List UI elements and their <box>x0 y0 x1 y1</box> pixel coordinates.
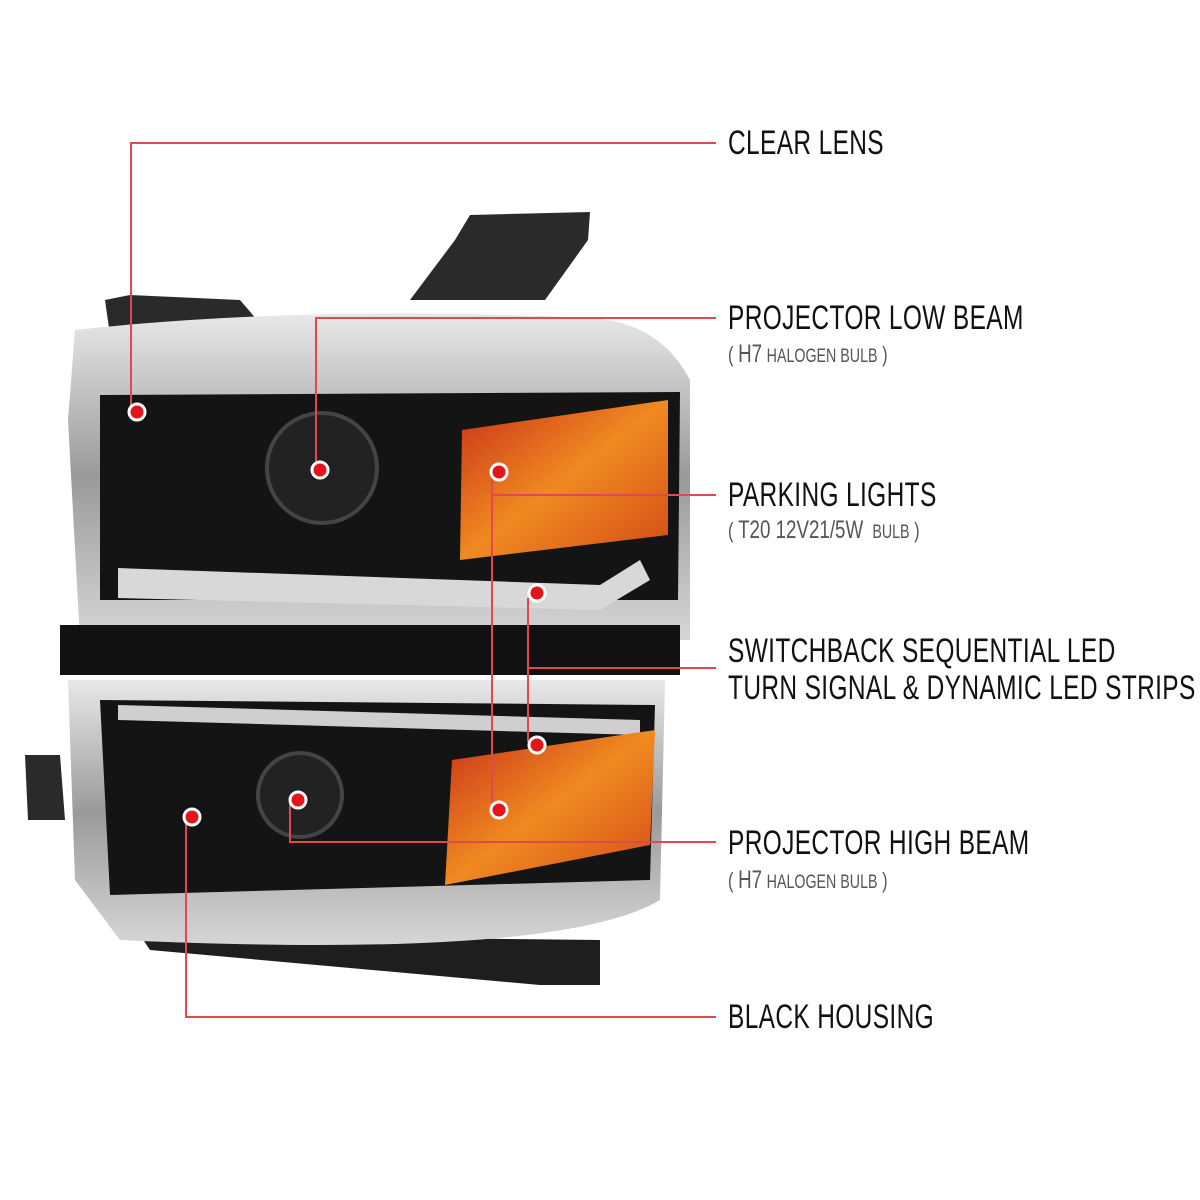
sublabel-high-beam-bulb: ( H7 HALOGEN BULB ) <box>728 866 888 894</box>
leader-lines <box>130 142 716 1018</box>
leader-clear-lens <box>130 142 716 410</box>
bottom-bracket <box>140 935 600 985</box>
lower-led-strip <box>118 705 640 735</box>
lower-amber-lens <box>445 730 655 885</box>
label-switchback-line1: SWITCHBACK SEQUENTIAL LED <box>728 632 1116 670</box>
label-parking-lights: PARKING LIGHTS <box>728 476 937 514</box>
callout-dots <box>127 402 547 827</box>
divider-band <box>60 625 680 675</box>
label-projector-high-beam: PROJECTOR HIGH BEAM <box>728 824 1030 862</box>
label-black-housing: BLACK HOUSING <box>728 998 935 1036</box>
leader-low-beam <box>315 317 716 468</box>
dot-black-housing <box>182 807 202 827</box>
mounting-bracket-top <box>410 212 590 300</box>
label-clear-lens: CLEAR LENS <box>728 124 884 162</box>
label-switchback-line2: TURN SIGNAL & DYNAMIC LED STRIPS <box>728 669 1196 707</box>
dot-low-beam <box>310 460 330 480</box>
mounting-bracket-side <box>25 755 65 820</box>
sublabel-parking-bulb: ( T20 12V21/5W BULB ) <box>728 516 920 544</box>
dot-led-upper <box>527 583 547 603</box>
label-projector-low-beam: PROJECTOR LOW BEAM <box>728 299 1024 337</box>
upper-led-strip <box>118 560 650 610</box>
dot-clear-lens <box>127 402 147 422</box>
dot-parking-lower <box>489 800 509 820</box>
upper-amber-lens <box>460 400 668 560</box>
dot-led-lower <box>527 735 547 755</box>
dot-high-beam <box>288 790 308 810</box>
dot-parking-upper <box>489 462 509 482</box>
leader-black-housing <box>185 817 716 1018</box>
sublabel-low-beam-bulb: ( H7 HALOGEN BULB ) <box>728 340 888 368</box>
leader-high-beam <box>289 800 716 843</box>
